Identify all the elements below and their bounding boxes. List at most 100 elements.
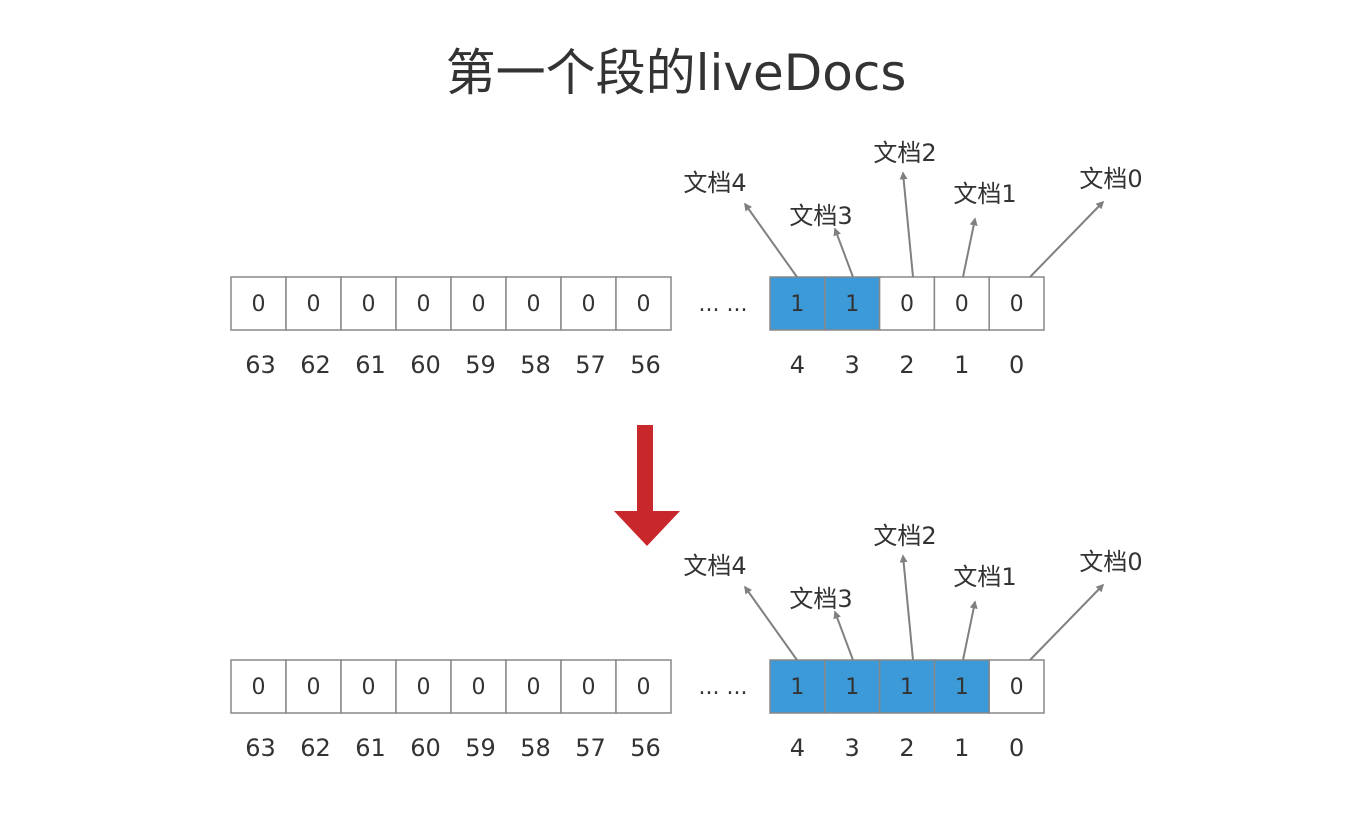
bit-index-label: 60 [410, 734, 441, 762]
bit-value: 1 [900, 675, 914, 700]
doc-label: 文档3 [789, 585, 852, 613]
bit-index-label: 4 [790, 734, 805, 762]
bit-index-label: 59 [465, 734, 496, 762]
bit-index-label: 56 [630, 734, 661, 762]
diagram-title: 第一个段的liveDocs [446, 44, 907, 102]
bit-cell-set [769, 276, 826, 331]
bit-value: 0 [582, 292, 596, 317]
doc-pointer-arrow [962, 217, 978, 278]
bit-value: 0 [472, 675, 486, 700]
bit-index-label: 58 [520, 734, 551, 762]
bit-index-label: 1 [954, 351, 969, 379]
bit-index-label: 57 [575, 734, 606, 762]
doc-pointer-arrow [962, 600, 978, 661]
bit-value: 1 [845, 675, 859, 700]
doc-label: 文档2 [873, 522, 936, 550]
bit-cell [450, 659, 507, 714]
doc-pointer-arrow [744, 585, 798, 661]
doc-label: 文档4 [683, 169, 746, 197]
bit-cell [505, 659, 562, 714]
bit-value: 1 [790, 675, 804, 700]
bit-index-label: 63 [245, 734, 276, 762]
bit-value: 0 [527, 292, 541, 317]
bit-cell [230, 276, 287, 331]
ellipsis: ... ... [699, 292, 748, 317]
bit-index-label: 2 [899, 351, 914, 379]
bit-value: 0 [307, 675, 321, 700]
transition-arrow [614, 425, 680, 546]
doc-pointer-arrow [833, 610, 854, 661]
bit-cell [395, 659, 452, 714]
bit-value: 0 [582, 675, 596, 700]
bit-cell [560, 276, 617, 331]
bit-cell [505, 276, 562, 331]
bit-index-label: 4 [790, 351, 805, 379]
bit-value: 0 [900, 292, 914, 317]
doc-label: 文档4 [683, 552, 746, 580]
doc-pointer-arrow [833, 227, 854, 278]
doc-label: 文档1 [953, 180, 1016, 208]
bit-value: 0 [252, 675, 266, 700]
transition-arrow-shaft [637, 425, 653, 513]
bit-value: 0 [1010, 292, 1024, 317]
bit-index-label: 2 [899, 734, 914, 762]
bit-cell [340, 276, 397, 331]
bit-value: 0 [637, 292, 651, 317]
doc-pointer-arrow [1029, 583, 1105, 661]
bit-cell [988, 659, 1045, 714]
bit-index-label: 63 [245, 351, 276, 379]
bit-cell [285, 276, 342, 331]
bit-index-label: 0 [1009, 351, 1024, 379]
bit-value: 0 [637, 675, 651, 700]
bit-cell [933, 276, 990, 331]
bit-cell [988, 276, 1045, 331]
bit-cell [340, 659, 397, 714]
bit-value: 1 [845, 292, 859, 317]
bit-value: 0 [252, 292, 266, 317]
bit-cell [615, 659, 672, 714]
ellipsis: ... ... [699, 675, 748, 700]
bit-cell [560, 659, 617, 714]
bit-index-label: 59 [465, 351, 496, 379]
bit-index-label: 3 [845, 734, 860, 762]
bitset-rows: 0 63 0 62 0 61 0 60 0 59 0 58 0 57 0 56 ... ... 1 4 1 3 0 2 0 1 0… [230, 139, 1143, 762]
bit-cell-set [824, 659, 881, 714]
bit-value: 0 [472, 292, 486, 317]
doc-pointer-arrow [1029, 200, 1105, 278]
bit-index-label: 0 [1009, 734, 1024, 762]
doc-label: 文档0 [1079, 165, 1142, 193]
bit-cell [615, 276, 672, 331]
transition-arrow-head [614, 511, 680, 546]
doc-label: 文档0 [1079, 548, 1142, 576]
bit-value: 0 [417, 292, 431, 317]
bit-index-label: 57 [575, 351, 606, 379]
doc-pointer-arrow [744, 202, 798, 278]
bit-value: 0 [417, 675, 431, 700]
bit-index-label: 3 [845, 351, 860, 379]
bit-value: 0 [527, 675, 541, 700]
bit-index-label: 61 [355, 351, 386, 379]
bit-cell-set [878, 659, 936, 714]
doc-label: 文档3 [789, 202, 852, 230]
bit-index-label: 1 [954, 734, 969, 762]
bit-cell [230, 659, 287, 714]
bit-value: 0 [362, 292, 376, 317]
bit-index-label: 62 [300, 351, 331, 379]
bit-index-label: 56 [630, 351, 661, 379]
bit-value: 1 [955, 675, 969, 700]
bit-value: 0 [1010, 675, 1024, 700]
doc-pointer-arrow [899, 171, 914, 278]
bit-index-label: 61 [355, 734, 386, 762]
bit-value: 0 [955, 292, 969, 317]
bit-cell [285, 659, 342, 714]
bit-cell-set [824, 276, 881, 331]
bit-cell [450, 276, 507, 331]
doc-label: 文档2 [873, 139, 936, 167]
bit-index-label: 58 [520, 351, 551, 379]
doc-label: 文档1 [953, 563, 1016, 591]
bit-index-label: 60 [410, 351, 441, 379]
